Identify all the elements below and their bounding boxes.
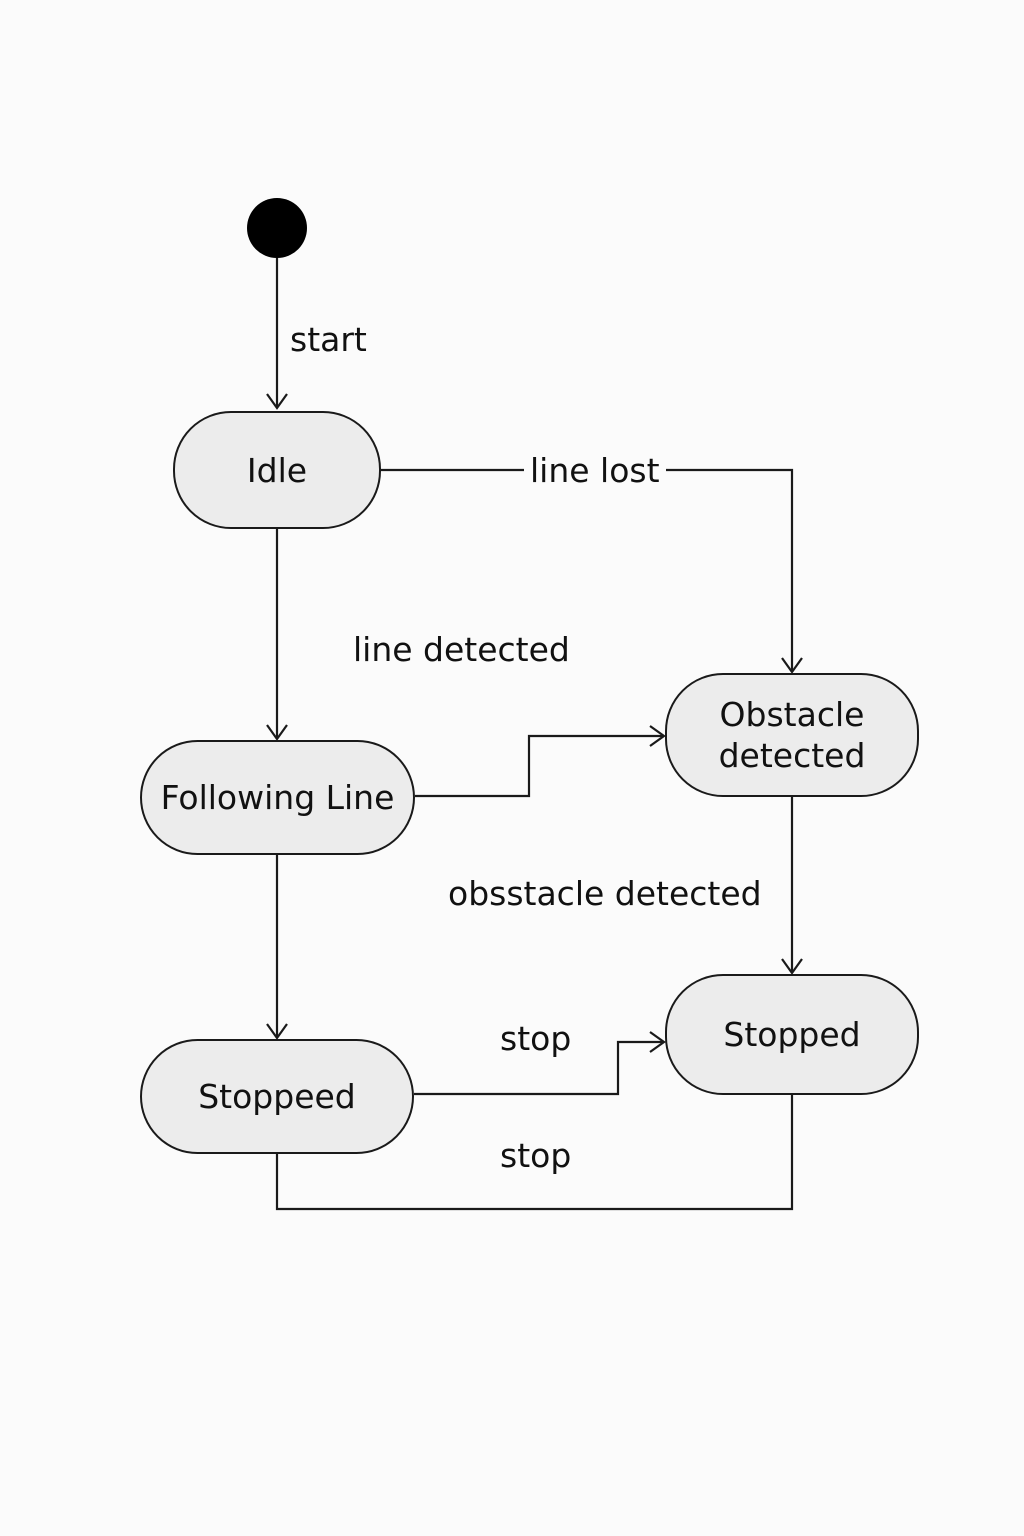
arrow-stoppeed-to-stopped <box>414 1040 664 1096</box>
state-obstacle-detected-label: Obstacle detected <box>718 695 866 775</box>
transition-label-stop-lower: stop <box>500 1136 572 1175</box>
arrowhead-obstacle-to-stopped <box>781 958 803 975</box>
state-idle-label: Idle <box>246 450 308 490</box>
transition-label-obstacle-detected: obsstacle detected <box>448 874 762 913</box>
arrowhead-stoppeed-to-stopped <box>649 1031 666 1053</box>
transition-label-stop-upper: stop <box>500 1019 572 1058</box>
transition-label-start: start <box>290 320 367 359</box>
arrowhead-start-to-idle <box>266 393 288 410</box>
arrow-following-to-obstacle <box>415 734 664 798</box>
state-stoppeed: Stoppeed <box>140 1039 414 1154</box>
initial-state-dot <box>247 198 307 258</box>
state-stoppeed-label: Stoppeed <box>198 1077 356 1116</box>
arrowhead-following-to-stoppeed <box>266 1023 288 1040</box>
state-following-line-label: Following Line <box>160 778 395 817</box>
state-obstacle-detected: Obstacle detected <box>665 673 919 797</box>
arrowhead-idle-to-obstacle <box>781 657 803 674</box>
state-stopped-label: Stopped <box>723 1015 861 1054</box>
arrow-idle-to-obstacle <box>381 468 794 672</box>
transition-label-line-lost: line lost <box>524 451 666 491</box>
arrowhead-idle-to-following <box>266 724 288 741</box>
connector-bottom-loop <box>275 1095 794 1211</box>
transition-label-line-detected: line detected <box>353 630 570 669</box>
state-following-line: Following Line <box>140 740 415 855</box>
state-idle: Idle <box>173 411 381 529</box>
state-stopped: Stopped <box>665 974 919 1095</box>
arrowhead-following-to-obstacle <box>649 725 666 747</box>
